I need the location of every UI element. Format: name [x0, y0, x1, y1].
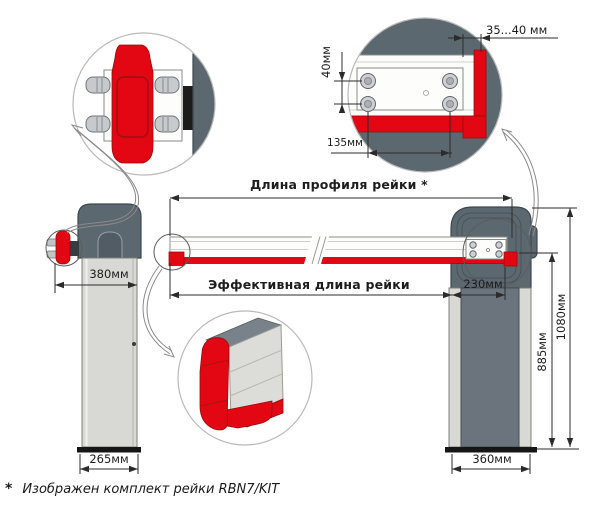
left-cabinet — [45, 203, 142, 453]
boom-rail — [153, 218, 532, 288]
bolt — [154, 115, 180, 133]
rail-profile-side-mount — [46, 230, 79, 265]
rail3d-red-cap — [199, 337, 230, 431]
rail-body — [169, 236, 508, 259]
dim-label-885: 885мм — [535, 332, 549, 372]
callout-arrowhead — [70, 124, 84, 137]
detail-rail-3d — [177, 310, 313, 446]
footnote-text: Изображен комплект рейки RBN7/KIT — [22, 482, 280, 497]
left-cabinet-head — [77, 203, 142, 259]
dim-label-230: 230мм — [463, 277, 503, 291]
footnote-asterisk: * — [5, 481, 13, 497]
dim-label-265: 265мм — [89, 452, 129, 466]
right-cabinet-body-right-strip — [518, 287, 532, 448]
callout-arrowhead — [501, 128, 513, 142]
dimension-lines — [54, 34, 579, 474]
callout-arrows — [65, 124, 539, 358]
detail-profile-cross-section — [72, 32, 216, 176]
right-cabinet-body-left-strip — [448, 287, 462, 448]
right-cabinet-base — [445, 447, 537, 453]
right-cabinet-body — [460, 287, 520, 448]
rail-profile-shape — [111, 44, 154, 164]
dim-label-380: 380мм — [89, 267, 129, 281]
dim-label-gap: 35...40 мм — [486, 23, 548, 37]
dim-label-40: 40мм — [319, 46, 333, 78]
door-lock-dot — [132, 342, 136, 346]
left-cabinet-base — [77, 447, 141, 453]
bolt — [154, 76, 180, 94]
dim-label-360: 360мм — [472, 452, 512, 466]
footnote: * Изображен комплект рейки RBN7/KIT — [5, 481, 279, 497]
callout-arrowhead — [163, 345, 175, 358]
rail-left-ref-circle — [153, 233, 191, 271]
red-edge-vertical — [473, 49, 487, 117]
rail-right-end-block — [503, 251, 518, 267]
rail-left-end-cap — [168, 251, 185, 266]
rail-red-strip — [169, 257, 508, 264]
left-cabinet-arch — [97, 231, 123, 259]
rail3d-red-foot — [226, 400, 273, 429]
left-cabinet-body — [81, 257, 138, 448]
red-edge-corner — [462, 115, 487, 139]
right-cabinet — [445, 206, 538, 453]
dim-label-135: 135мм — [327, 137, 363, 149]
dim-label-1080: 1080мм — [554, 293, 568, 341]
bolt — [85, 115, 111, 133]
profile-length-label: Длина профиля рейки * — [250, 177, 428, 192]
bolt — [85, 76, 111, 94]
side-profile-ref-circle — [45, 229, 83, 267]
effective-length-label: Эффективная длина рейки — [208, 277, 410, 292]
red-edge-bottom — [348, 115, 464, 133]
